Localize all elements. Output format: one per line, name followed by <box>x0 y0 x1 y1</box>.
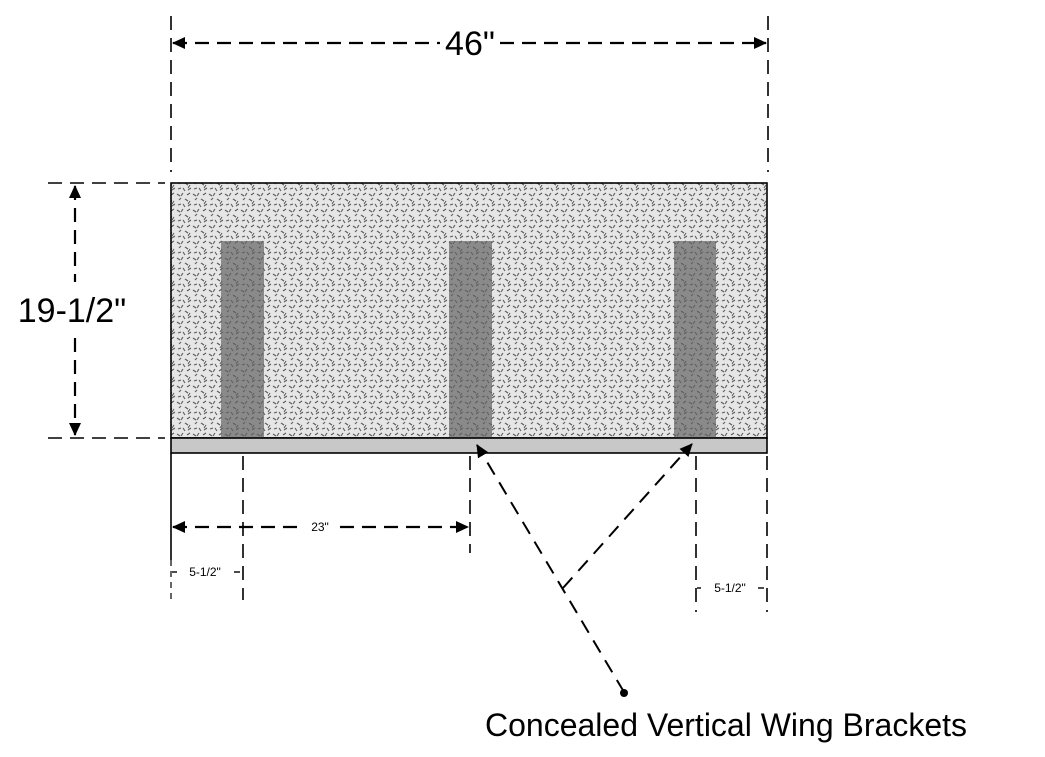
callout-leaders <box>476 443 693 697</box>
left-offset-label: 5-1/2" <box>189 565 221 579</box>
overall-width-dimension: 46" <box>170 16 769 172</box>
bracket-spacing-dimension: 23" <box>172 520 469 534</box>
bracket-center <box>449 241 492 438</box>
base-strip <box>170 437 768 454</box>
callout-label: Concealed Vertical Wing Brackets <box>485 707 967 743</box>
leader-to-right-bracket <box>562 443 693 589</box>
leader-to-center-bracket <box>476 444 625 693</box>
leader-origin-dot <box>620 689 628 697</box>
height-dimension: 19-1/2" <box>18 182 165 439</box>
overall-width-label: 46" <box>445 25 495 63</box>
bracket-right <box>674 241 716 438</box>
right-offset-label: 5-1/2" <box>714 581 746 595</box>
left-offset-dimension: 5-1/2" <box>172 565 242 579</box>
right-offset-dimension: 5-1/2" <box>697 581 766 595</box>
bracket-spacing-label: 23" <box>311 520 329 534</box>
lower-extension-lines <box>170 453 768 612</box>
bracket-left <box>221 241 264 438</box>
panel <box>170 182 768 454</box>
height-label: 19-1/2" <box>18 292 126 330</box>
